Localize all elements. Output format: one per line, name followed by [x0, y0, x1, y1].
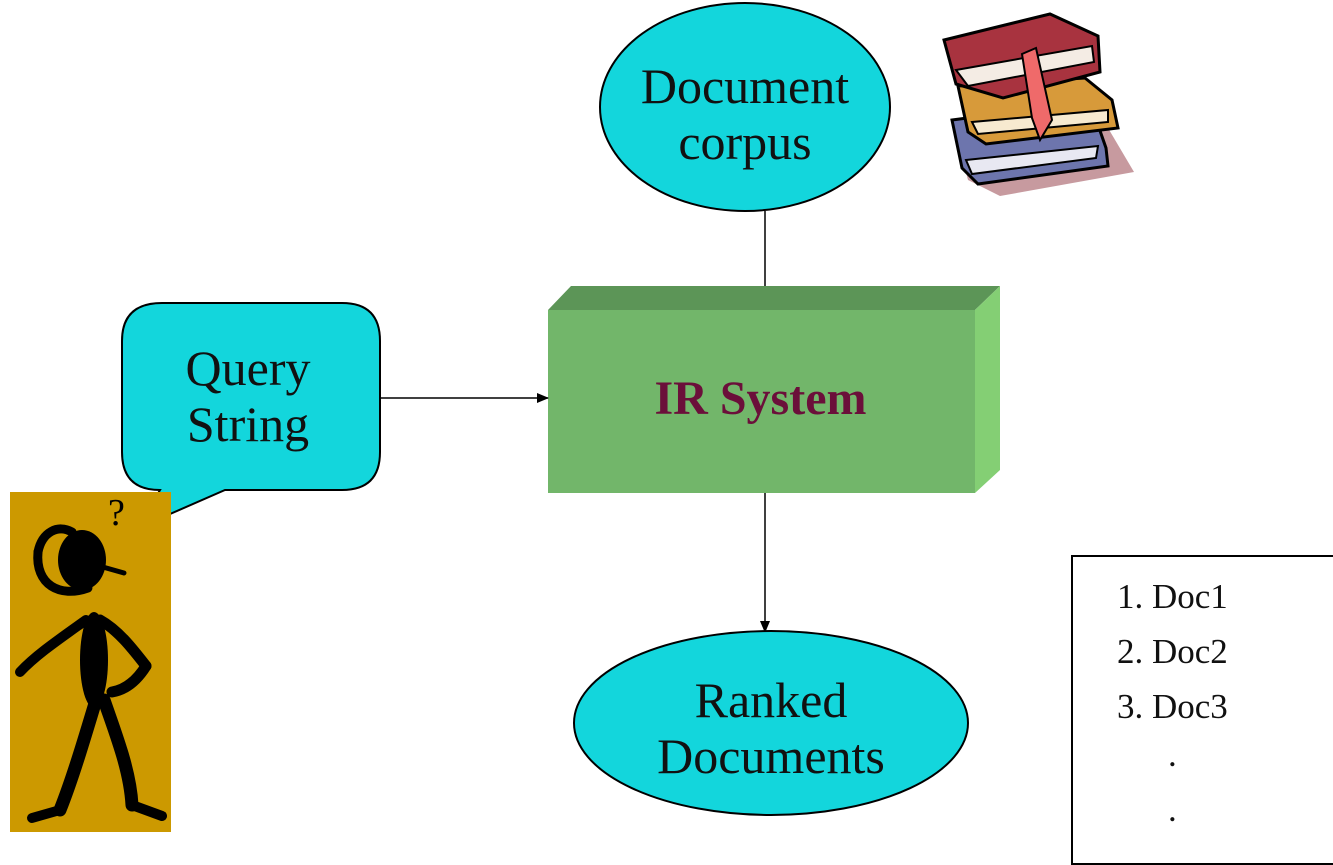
- corpus-label: Document corpus: [600, 58, 890, 170]
- corpus-ellipse[interactable]: [599, 2, 891, 212]
- ranked-label: Ranked Documents: [574, 672, 968, 784]
- ranked-list-item-2: 2. Doc2: [1117, 632, 1228, 671]
- ir-system-box[interactable]: [548, 286, 1000, 493]
- ranked-label-line2: Documents: [657, 728, 885, 784]
- books-icon: [942, 12, 1134, 196]
- corpus-label-line2: corpus: [678, 114, 812, 170]
- ranked-list-box: 1. Doc1 2. Doc2 3. Doc3 . .: [1071, 555, 1333, 865]
- ranked-ellipse[interactable]: [573, 630, 969, 816]
- ranked-list-ellipsis-2: .: [1168, 790, 1177, 829]
- query-bubble[interactable]: [121, 302, 381, 531]
- ranked-label-line1: Ranked: [694, 672, 848, 728]
- ranked-list-ellipsis-1: .: [1168, 735, 1177, 774]
- ranked-list-item-1: 1. Doc1: [1117, 577, 1228, 616]
- query-label-line2: String: [186, 396, 310, 452]
- query-label: Query String: [128, 340, 368, 452]
- ranked-list-item-3: 3. Doc3: [1117, 687, 1228, 726]
- corpus-label-line1: Document: [640, 58, 850, 114]
- query-label-line1: Query: [185, 340, 311, 396]
- svg-text:?: ?: [108, 492, 125, 534]
- ir-system-label: IR System: [654, 372, 867, 425]
- confused-person-icon: ?: [10, 492, 171, 832]
